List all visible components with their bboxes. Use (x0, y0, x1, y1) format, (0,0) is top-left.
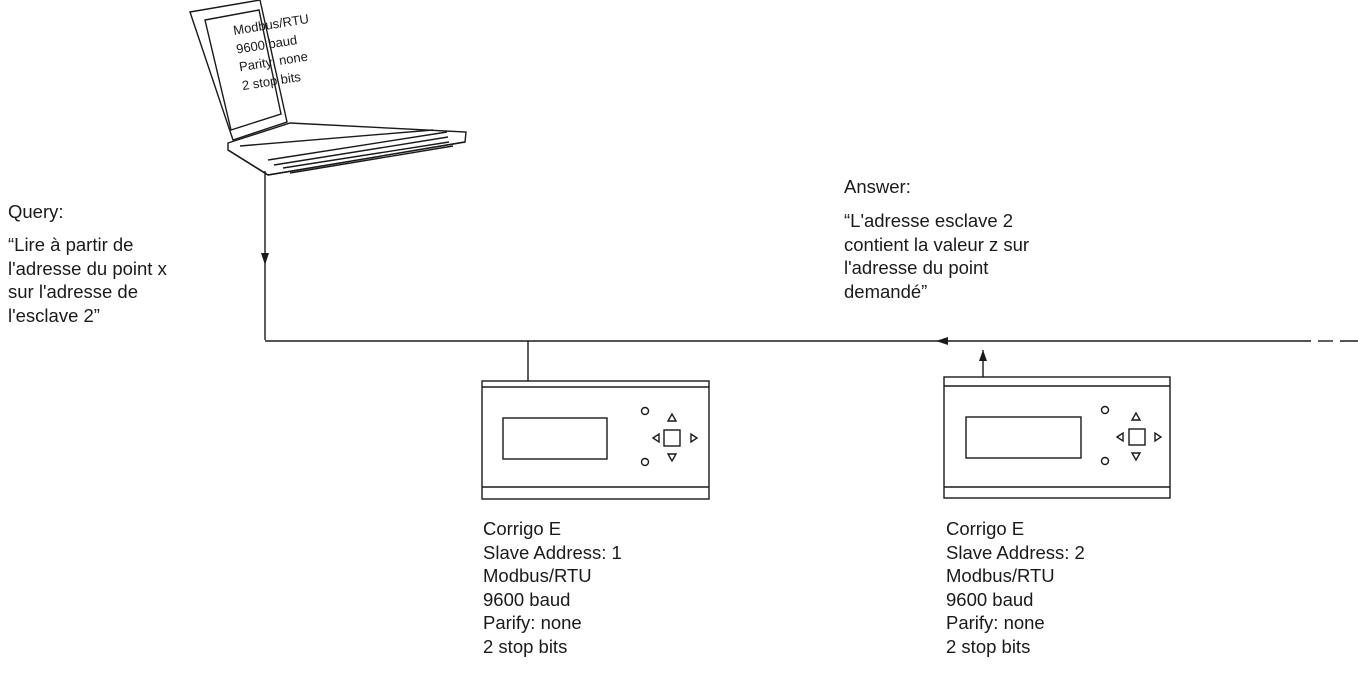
arrow-up-icon (666, 412, 678, 422)
answer-text: “L'adresse esclave 2 contient la valeur … (844, 209, 1029, 303)
device-caption-line: Modbus/RTU (483, 565, 592, 587)
device-2-corrigo-e (943, 376, 1171, 499)
query-line: sur l'adresse de (8, 281, 139, 303)
response-arrow-icon (979, 350, 987, 361)
arrow-right-icon (1154, 431, 1163, 443)
answer-arrow-icon (936, 337, 948, 345)
arrow-down-icon (666, 453, 678, 463)
lcd-display (965, 416, 1082, 459)
led-indicator (1100, 456, 1110, 466)
answer-line: l'adresse du point (844, 257, 989, 279)
led-indicator (1100, 405, 1110, 415)
ok-button-icon (1128, 428, 1146, 446)
arrow-left-icon (1115, 431, 1124, 443)
device-1-corrigo-e (481, 380, 710, 500)
device-caption-line: Corrigo E (483, 518, 562, 539)
led-indicator (640, 406, 650, 416)
device-caption-line: Modbus/RTU (946, 565, 1055, 587)
query-line: l'adresse du point x (8, 257, 167, 279)
query-text: “Lire à partir de l'adresse du point x s… (8, 233, 167, 327)
arrow-right-icon (690, 432, 699, 444)
device-caption-line: Corrigo E (946, 518, 1025, 539)
device-caption-line: 9600 baud (483, 588, 571, 610)
arrow-down-icon (1130, 452, 1142, 462)
query-heading: Query: (8, 201, 64, 222)
device-caption-line: Slave Address: 1 (483, 541, 622, 563)
device-caption-line: Slave Address: 2 (946, 541, 1085, 563)
answer-line: demandé” (844, 280, 928, 302)
ok-button-icon (663, 429, 681, 447)
query-line: l'esclave 2” (8, 304, 100, 326)
device-caption-line: Parify: none (946, 612, 1045, 634)
laptop-icon (189, 0, 467, 176)
led-indicator (640, 457, 650, 467)
query-arrow-icon (261, 253, 269, 265)
device-caption-line: 9600 baud (946, 588, 1034, 610)
query-line: “Lire à partir de (8, 234, 134, 255)
answer-line: “L'adresse esclave 2 (844, 210, 1014, 231)
arrow-left-icon (651, 432, 660, 444)
answer-line: contient la valeur z sur (844, 233, 1030, 255)
device-caption-line: 2 stop bits (483, 635, 568, 657)
answer-heading: Answer: (844, 176, 911, 197)
device-1-caption: Corrigo E Slave Address: 1 Modbus/RTU 96… (483, 517, 622, 659)
device-caption-line: Parify: none (483, 612, 582, 634)
device-2-caption: Corrigo E Slave Address: 2 Modbus/RTU 96… (946, 517, 1085, 659)
lcd-display (502, 417, 608, 460)
arrow-up-icon (1130, 411, 1142, 421)
device-caption-line: 2 stop bits (946, 635, 1031, 657)
